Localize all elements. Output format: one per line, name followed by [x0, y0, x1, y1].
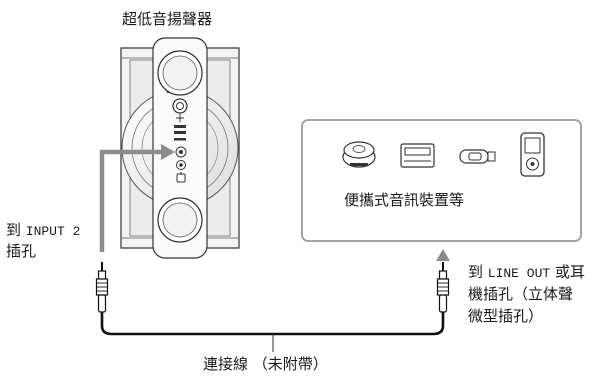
usb-player-icon	[459, 149, 496, 164]
input-jack-label-prefix: 到	[6, 221, 26, 239]
output-jack-label-prefix: 到	[468, 263, 488, 281]
input-2-jack[interactable]	[175, 146, 187, 158]
cd-player-icon	[342, 141, 376, 168]
output-jack-port: LINE OUT	[487, 266, 551, 281]
output-jack-label: 到 LINE OUT 或耳	[468, 262, 585, 284]
output-jack-label-suffix: 或耳	[550, 263, 585, 281]
connection-cable	[100, 312, 445, 336]
top-driver	[157, 50, 203, 96]
mp3-player-icon	[520, 132, 545, 177]
input-arrow	[99, 144, 175, 252]
right-plug	[436, 262, 450, 313]
output-arrow	[436, 249, 450, 261]
volume-buttons[interactable]	[174, 114, 186, 141]
input-1-jack[interactable]	[176, 160, 186, 170]
devices-caption: 便攜式音訊裝置等	[344, 191, 465, 209]
led-indicator	[166, 90, 170, 94]
bottom-driver	[157, 197, 203, 243]
input-jack-label: 到 INPUT 2	[6, 220, 80, 242]
subwoofer	[120, 37, 240, 259]
left-plug	[95, 262, 109, 313]
output-jack-label-line3: 微型插孔）	[468, 307, 544, 325]
input-jack-label-line2: 插孔	[6, 242, 37, 260]
power-knob[interactable]	[172, 98, 188, 114]
speaker-title: 超低音揚聲器	[122, 10, 213, 28]
cable-caption: 連接線 （未附帶）	[203, 355, 328, 373]
md-player-icon	[400, 143, 435, 168]
output-jack-label-line2: 機插孔（立体聲	[468, 285, 574, 303]
input-jack-port: INPUT 2	[25, 224, 81, 239]
dc-jack[interactable]	[176, 173, 186, 183]
